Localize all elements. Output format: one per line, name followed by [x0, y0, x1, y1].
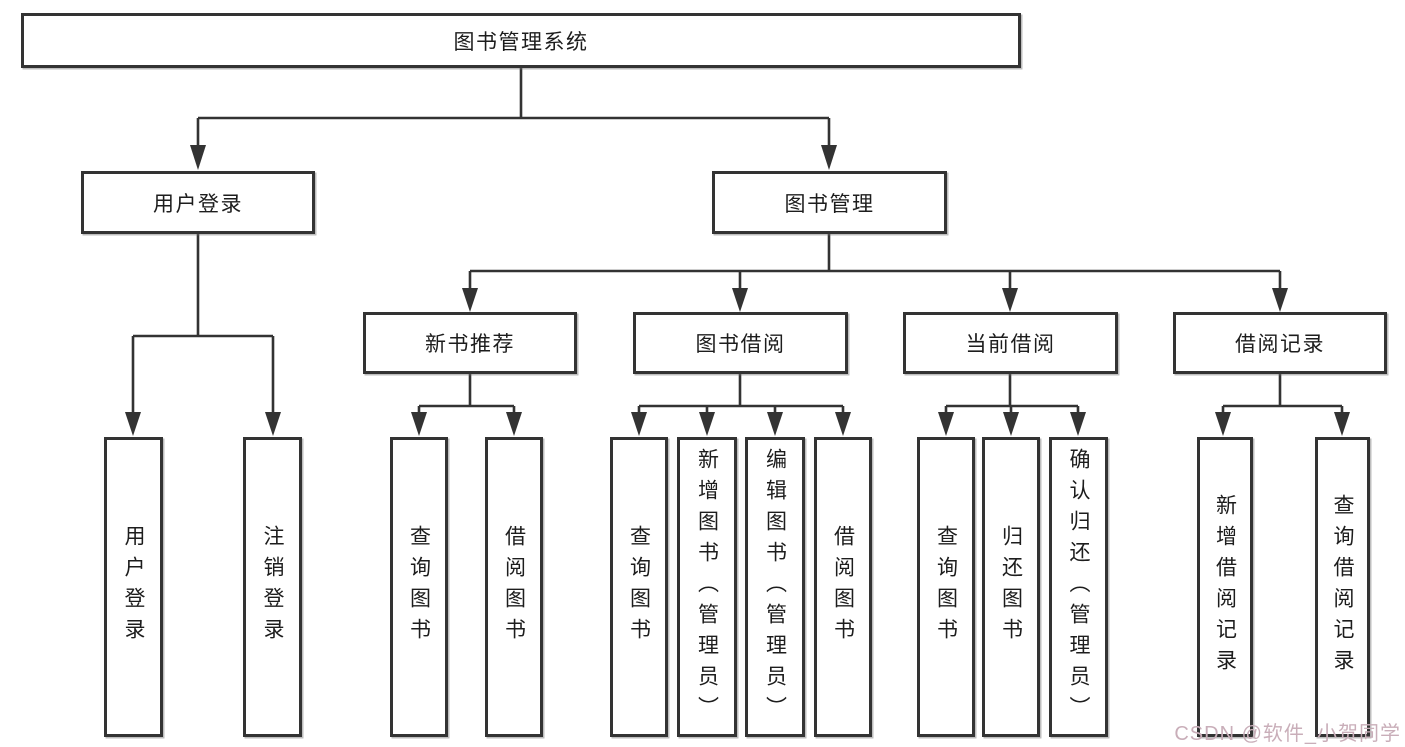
- node-book-management: 图书管理: [712, 171, 947, 234]
- leaf-add-borrow-record: 新增借阅记录: [1197, 437, 1253, 737]
- node-root-label: 图书管理系统: [453, 30, 589, 54]
- node-borrow-record: 借阅记录: [1173, 312, 1387, 374]
- node-new-book-recommend: 新书推荐: [363, 312, 577, 374]
- leaf-return-book: 归还图书: [982, 437, 1040, 737]
- node-new-book-recommend-label: 新书推荐: [425, 333, 515, 356]
- leaf-add-borrow-record-label: 新增借阅记录: [1213, 494, 1237, 680]
- leaf-add-book-admin: 新增图书（管理员）: [677, 437, 737, 737]
- leaf-query-book: 查询图书: [390, 437, 448, 737]
- node-user-login-label: 用户登录: [153, 192, 243, 216]
- connector-book-mgmt-to-categories: [462, 234, 1288, 312]
- leaf-query-borrow-record: 查询借阅记录: [1315, 437, 1370, 737]
- leaf-confirm-return-admin: 确认归还（管理员）: [1049, 437, 1108, 737]
- node-current-borrow-label: 当前借阅: [965, 333, 1056, 356]
- leaf-query-book: 查询图书: [610, 437, 668, 737]
- leaf-borrow-book-label: 借阅图书: [502, 525, 526, 649]
- connector-new-book-children: [411, 374, 522, 436]
- leaf-edit-book-admin-label: 编辑图书（管理员）: [763, 447, 787, 727]
- leaf-query-book-label: 查询图书: [627, 525, 651, 649]
- node-borrow-record-label: 借阅记录: [1235, 333, 1325, 356]
- watermark: CSDN @软件_小贺同学: [1174, 723, 1401, 745]
- leaf-query-book-label: 查询图书: [934, 525, 958, 649]
- node-user-login: 用户登录: [81, 171, 315, 234]
- connector-current-borrow-children: [938, 374, 1086, 436]
- connector-user-login-children: [125, 234, 281, 436]
- leaf-edit-book-admin: 编辑图书（管理员）: [745, 437, 805, 737]
- connector-book-borrow-children: [631, 374, 851, 436]
- leaf-confirm-return-admin-label: 确认归还（管理员）: [1067, 447, 1090, 727]
- leaf-user-login: 用户登录: [104, 437, 163, 737]
- leaf-query-book: 查询图书: [917, 437, 975, 737]
- leaf-borrow-book-label: 借阅图书: [831, 525, 855, 649]
- leaf-return-book-label: 归还图书: [999, 525, 1023, 649]
- node-book-borrow: 图书借阅: [633, 312, 848, 374]
- leaf-borrow-book: 借阅图书: [814, 437, 872, 737]
- connector-root-to-level2: [190, 68, 837, 170]
- leaf-borrow-book: 借阅图书: [485, 437, 543, 737]
- node-book-borrow-label: 图书借阅: [695, 333, 786, 356]
- leaf-logout: 注销登录: [243, 437, 302, 737]
- leaf-logout-label: 注销登录: [261, 525, 284, 649]
- node-book-management-label: 图书管理: [784, 192, 875, 216]
- leaf-add-book-admin-label: 新增图书（管理员）: [695, 447, 719, 727]
- connector-borrow-record-children: [1215, 374, 1350, 436]
- node-current-borrow: 当前借阅: [903, 312, 1118, 374]
- leaf-query-borrow-record-label: 查询借阅记录: [1331, 494, 1354, 680]
- leaf-user-login-label: 用户登录: [122, 525, 145, 649]
- node-root: 图书管理系统: [21, 13, 1021, 68]
- leaf-query-book-label: 查询图书: [407, 525, 431, 649]
